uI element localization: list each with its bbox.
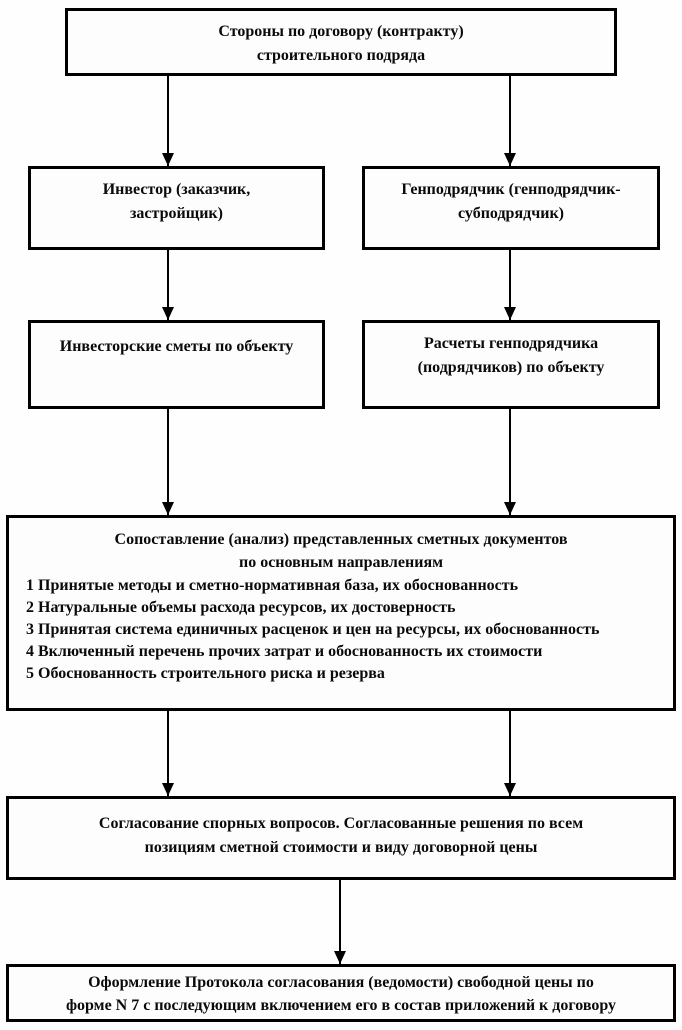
analysis-item-3: 3 Принятая система единичных расценок и … — [26, 621, 600, 638]
agreement-box-text: Согласование спорных вопросов. Согласова… — [98, 815, 584, 856]
investor-box-text: Инвестор (заказчик, застройщик) — [102, 181, 251, 222]
contractor-calculations-box-text: Расчеты генподрядчика (подрядчиков) по о… — [417, 335, 605, 376]
investor-box: Инвестор (заказчик, застройщик) — [28, 166, 325, 250]
analysis-item-1: 1 Принятые методы и сметно-нормативная б… — [26, 577, 519, 594]
protocol-box-text: Оформление Протокола согласования (ведом… — [65, 974, 617, 1014]
parties-box: Стороны по договору (контракту) строител… — [65, 8, 617, 76]
analysis-box: Сопоставление (анализ) представленных см… — [6, 515, 676, 711]
arrow-parties-to-investor — [167, 76, 169, 166]
analysis-item-2: 2 Натуральные объемы расхода ресурсов, и… — [26, 599, 456, 616]
general-contractor-box-text: Генподрядчик (генподрядчик- субподрядчик… — [401, 181, 621, 222]
arrow-analysis-to-agreement-right — [509, 711, 511, 796]
arrow-analysis-to-agreement-left — [167, 711, 169, 796]
arrow-estimates-to-analysis — [167, 409, 169, 515]
arrow-calculations-to-analysis — [509, 409, 511, 515]
parties-box-text: Стороны по договору (контракту) строител… — [218, 23, 464, 64]
agreement-box: Согласование спорных вопросов. Согласова… — [6, 796, 676, 880]
investor-estimates-box-text: Инвесторские сметы по объекту — [59, 338, 294, 355]
analysis-item-4: 4 Включенный перечень прочих затрат и об… — [26, 643, 543, 660]
arrow-parties-to-contractor — [509, 76, 511, 166]
investor-estimates-box: Инвесторские сметы по объекту — [28, 320, 325, 409]
protocol-box: Оформление Протокола согласования (ведом… — [6, 964, 676, 1022]
arrow-contractor-to-calculations — [509, 250, 511, 320]
arrow-investor-to-estimates — [167, 250, 169, 320]
analysis-box-title: Сопоставление (анализ) представленных см… — [114, 531, 568, 571]
analysis-item-5: 5 Обоснованность строительного риска и р… — [26, 665, 385, 682]
general-contractor-box: Генподрядчик (генподрядчик- субподрядчик… — [362, 166, 660, 250]
arrow-agreement-to-protocol — [339, 880, 341, 964]
contractor-calculations-box: Расчеты генподрядчика (подрядчиков) по о… — [362, 320, 660, 409]
